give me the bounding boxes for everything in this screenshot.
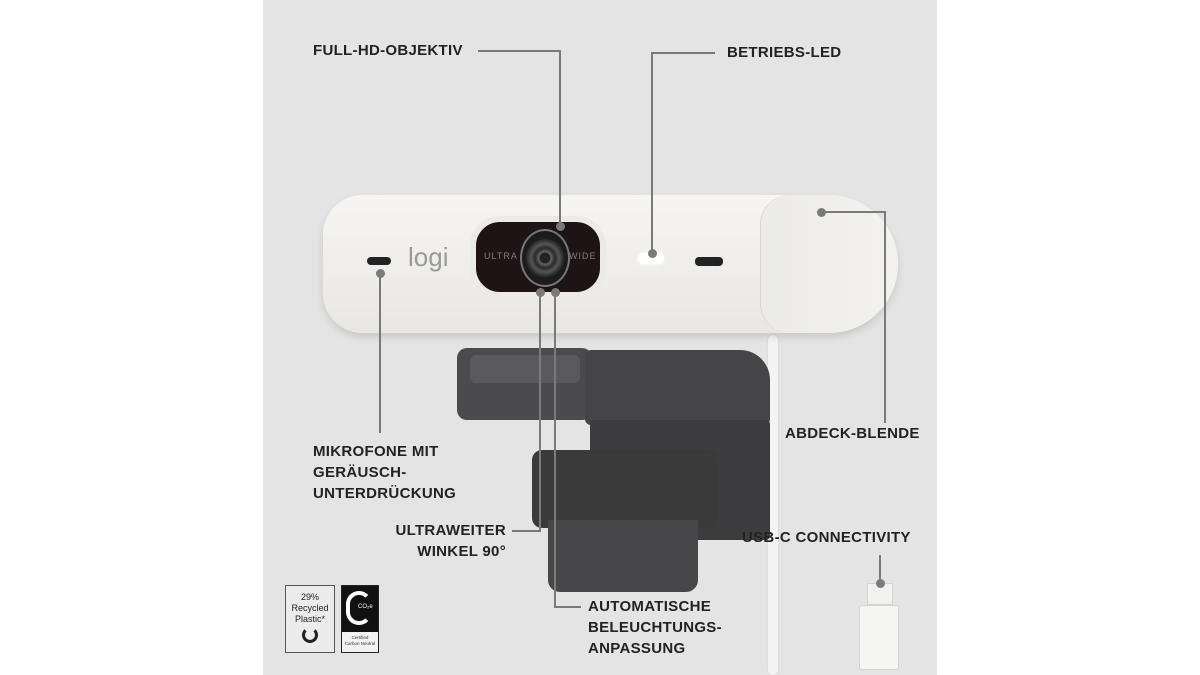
leader-line bbox=[478, 50, 561, 52]
badge-line: Carbon Neutral bbox=[344, 641, 376, 646]
lens-label-ultra: ULTRA bbox=[484, 251, 518, 261]
badge-line: 29% bbox=[300, 592, 319, 602]
usb-c-plug bbox=[859, 605, 899, 670]
recycled-plastic-badge: 29% Recycled Plastic* bbox=[285, 585, 335, 653]
leader-dot bbox=[556, 222, 565, 231]
badge-line: Recycled bbox=[291, 603, 329, 613]
leader-dot bbox=[817, 208, 826, 217]
label-privacy-cover: ABDECK-BLENDE bbox=[785, 425, 920, 442]
leader-line bbox=[879, 555, 881, 583]
label-usb-c: USB-C CONNECTIVITY bbox=[742, 529, 911, 546]
mic-slot-right bbox=[695, 257, 723, 266]
stand-foot bbox=[548, 520, 698, 592]
label-line: BELEUCHTUNGS- bbox=[588, 619, 722, 636]
logi-logo: logi bbox=[408, 242, 449, 272]
leader-line bbox=[884, 211, 886, 423]
leader-dot bbox=[376, 269, 385, 278]
label-line: UNTERDRÜCKUNG bbox=[313, 485, 457, 502]
leader-line bbox=[554, 606, 581, 608]
privacy-cover bbox=[760, 195, 898, 333]
leader-dot bbox=[648, 249, 657, 258]
leader-line bbox=[651, 52, 715, 54]
carbon-caption: Certified Carbon Neutral bbox=[342, 632, 378, 652]
status-led bbox=[638, 253, 664, 264]
stand-hinge-detail bbox=[470, 355, 580, 383]
stand-arm bbox=[585, 350, 770, 425]
label-line: ULTRAWEITER bbox=[395, 522, 506, 539]
label-full-hd-lens: FULL-HD-OBJEKTIV bbox=[313, 42, 463, 59]
label-line: ANPASSUNG bbox=[588, 640, 686, 657]
leader-line bbox=[820, 211, 886, 213]
leader-dot bbox=[876, 579, 885, 588]
lens bbox=[520, 229, 570, 287]
stand-clip bbox=[532, 450, 717, 528]
label-ultra-wide: ULTRAWEITER WINKEL 90° bbox=[380, 520, 506, 562]
leader-line bbox=[651, 52, 653, 252]
leader-line bbox=[512, 530, 541, 532]
leader-line bbox=[539, 292, 541, 532]
leader-line bbox=[379, 273, 381, 433]
label-line: GERÄUSCH- bbox=[313, 464, 407, 481]
leader-line bbox=[559, 50, 561, 226]
label-microphones: MIKROFONE MIT GERÄUSCH- UNTERDRÜCKUNG bbox=[313, 441, 456, 504]
leader-dot bbox=[551, 288, 560, 297]
label-line: AUTOMATISCHE bbox=[588, 598, 712, 615]
usb-cable bbox=[768, 335, 778, 675]
label-line: MIKROFONE MIT bbox=[313, 443, 439, 460]
label-auto-light: AUTOMATISCHE BELEUCHTUNGS- ANPASSUNG bbox=[588, 596, 722, 659]
badge-line: Certified bbox=[351, 635, 369, 640]
carbon-c-icon bbox=[346, 591, 372, 625]
carbon-neutral-badge: CO₂e Certified Carbon Neutral bbox=[341, 585, 379, 653]
recycle-icon bbox=[302, 627, 318, 643]
co2e-text: CO₂e bbox=[358, 604, 373, 610]
mic-slot-left bbox=[367, 257, 391, 265]
lens-label-wide: WIDE bbox=[569, 251, 597, 261]
leader-line bbox=[554, 292, 556, 608]
badge-line: Plastic* bbox=[294, 614, 325, 624]
leader-dot bbox=[536, 288, 545, 297]
label-line: WINKEL 90° bbox=[417, 543, 506, 560]
label-status-led: BETRIEBS-LED bbox=[727, 44, 842, 61]
